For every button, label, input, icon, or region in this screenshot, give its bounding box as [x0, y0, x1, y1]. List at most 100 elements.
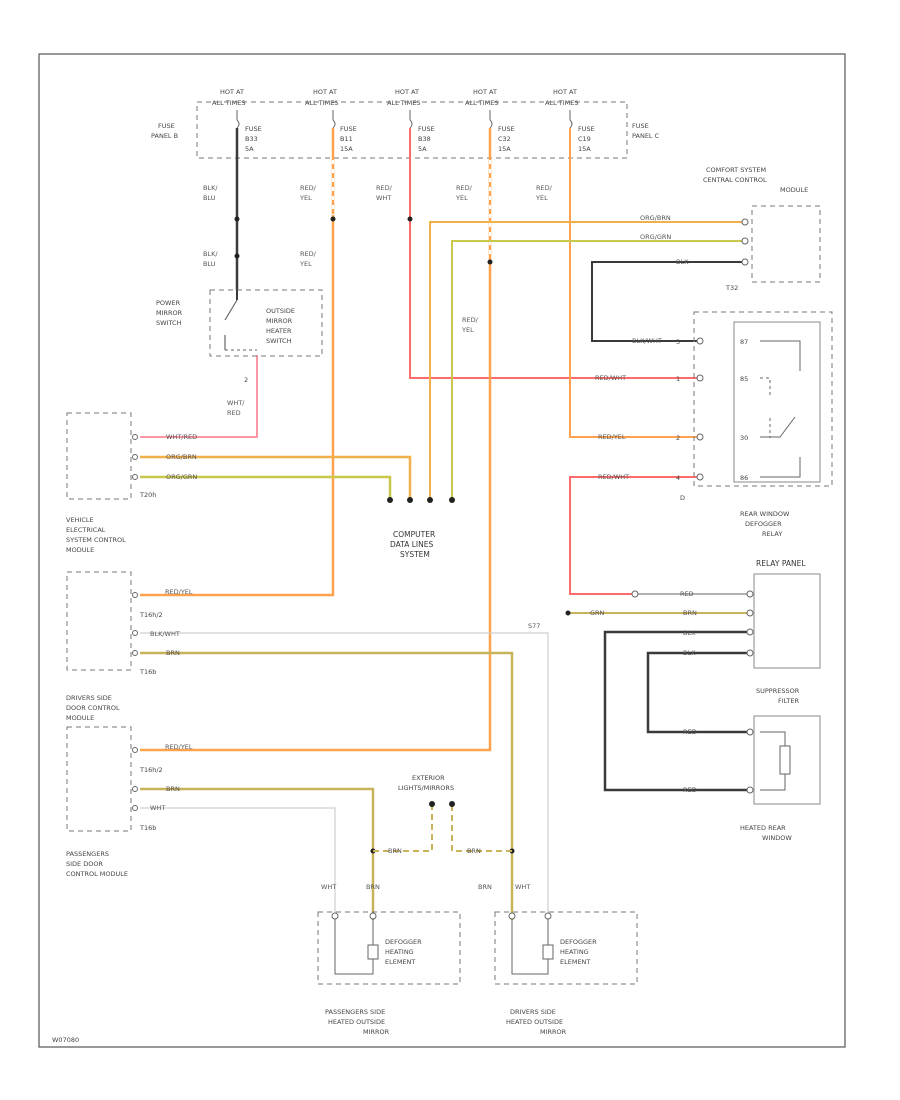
- power-mirror-1: POWER: [156, 299, 181, 307]
- wire-brn-door: [140, 787, 375, 920]
- wire-label-red-yel-vescm: RED/YEL: [165, 588, 193, 596]
- suppressor-label-2: FILTER: [778, 697, 799, 705]
- wire-label-red-heated: RED: [683, 786, 697, 794]
- wire-label-red-suppressor: RED: [683, 728, 697, 736]
- wire-org-grn: [451, 240, 745, 500]
- vescm-label-4: MODULE: [66, 546, 94, 554]
- fuse-1-all-times: ALL TIMES: [212, 99, 245, 107]
- wire-label-red-wht-2: WHT: [376, 194, 391, 202]
- fuse-panel: FUSE PANEL B FUSE PANEL C HOT AT ALL TIM…: [151, 88, 660, 159]
- wire-label-brn-ext-1: BRN: [388, 847, 402, 855]
- wire-label-wht-red-1: WHT/: [227, 399, 245, 407]
- relay-pin-4: 4: [676, 474, 680, 482]
- relay-pin-2: 2: [676, 434, 680, 442]
- drivers-door-label-2: DOOR CONTROL: [66, 704, 120, 712]
- fuse-panel-c-label-1: FUSE: [632, 122, 649, 130]
- wire-wht-vescm: [140, 632, 549, 920]
- relay-pin-3: 3: [676, 338, 680, 346]
- diagram-frame: [38, 53, 846, 1048]
- wire-label-red-yel-3a: RED/: [536, 184, 553, 192]
- fuse-3-all-times: ALL TIMES: [387, 99, 420, 107]
- comfort-system-module: COMFORT SYSTEM CENTRAL CONTROL MODULE T3…: [703, 166, 821, 292]
- comfort-label-1: COMFORT SYSTEM: [706, 166, 766, 174]
- wire-label-red-wht-2: RED/WHT: [598, 473, 629, 481]
- outside-mirror-2: MIRROR: [266, 317, 293, 325]
- comfort-t32: T32: [725, 284, 738, 292]
- wire-label-brn-door: BRN: [166, 785, 180, 793]
- wire-label-red-yel-4b: YEL: [461, 326, 474, 334]
- heated-rear-label-2: WINDOW: [762, 834, 792, 842]
- drivers-door-label-1: DRIVERS SIDE: [66, 694, 112, 702]
- drv-mirror-label-1: DRIVERS SIDE: [510, 1008, 556, 1016]
- drv-mirror-label-3: MIRROR: [540, 1028, 567, 1036]
- fuse-3-hot: HOT AT: [395, 88, 419, 96]
- fuse-1-hot: HOT AT: [220, 88, 244, 96]
- fuse-5-all-times: ALL TIMES: [545, 99, 578, 107]
- diagram-code: W07080: [52, 1036, 79, 1044]
- wire-label-wht-red-2: RED: [227, 409, 241, 417]
- drivers-door-label-3: MODULE: [66, 714, 94, 722]
- passengers-door-label-3: CONTROL MODULE: [66, 870, 128, 878]
- wire-label-red-yel-3b: YEL: [535, 194, 548, 202]
- fuse-1-label: FUSE: [245, 125, 262, 133]
- relay-panel-label: RELAY PANEL: [756, 559, 806, 568]
- fuse-2-rating: 15A: [340, 145, 353, 153]
- fuse-3-id: B38: [418, 135, 431, 143]
- vescm-lower-connector: T16h/2 T16b DRIVERS SIDE DOOR CONTROL MO…: [66, 571, 163, 722]
- wire-label-org-brn: ORG/BRN: [640, 214, 671, 222]
- rear-relay-label-3: RELAY: [762, 530, 782, 538]
- rear-relay-label-2: DEFOGGER: [745, 520, 782, 528]
- wire-label-s77: S77: [528, 622, 540, 630]
- fuse-5-rating: 15A: [578, 145, 591, 153]
- wire-brn-vescm: [140, 651, 514, 920]
- fuse-panel-c-label-2: PANEL C: [632, 132, 660, 140]
- exterior-lights-label-2: LIGHTS/MIRRORS: [398, 784, 454, 792]
- fuse-4-hot: HOT AT: [473, 88, 497, 96]
- wire-wht-red: [140, 355, 258, 438]
- defogger-2-label-3: ELEMENT: [560, 958, 590, 966]
- drivers-heated-mirror: DEFOGGER HEATING ELEMENT DRIVERS SIDE HE…: [494, 911, 638, 1036]
- fuse-panel-b-label-2: PANEL B: [151, 132, 178, 140]
- relay-pin-85: 85: [740, 375, 748, 383]
- wire-label-red-wht-1: RED/: [376, 184, 393, 192]
- power-mirror-switch: POWER MIRROR SWITCH OUTSIDE MIRROR HEATE…: [156, 289, 323, 384]
- wire-label-blk-rear-1: BLK: [683, 629, 696, 637]
- fuse-5-hot: HOT AT: [553, 88, 577, 96]
- computer-data-label-1: COMPUTER: [393, 530, 435, 539]
- wire-label-red-yel-drivers: RED/YEL: [165, 743, 193, 751]
- wire-label-red-yel-2b: YEL: [455, 194, 468, 202]
- suppressor-filter: SUPPRESSOR FILTER HEATED REAR WINDOW: [740, 687, 821, 842]
- pass-mirror-label-2: HEATED OUTSIDE: [328, 1018, 385, 1026]
- passengers-door-label-1: PASSENGERS: [66, 850, 109, 858]
- wire-label-red-panel: RED: [680, 590, 694, 598]
- fuse-2-all-times: ALL TIMES: [305, 99, 338, 107]
- wire-org-brn: [429, 221, 745, 500]
- wire-label-grn-panel: GRN: [590, 609, 605, 617]
- fuse-4-all-times: ALL TIMES: [465, 99, 498, 107]
- wire-label-org-grn: ORG/GRN: [640, 233, 671, 241]
- wire-label-wht-red-h: WHT/RED: [166, 433, 197, 441]
- wire-red-yel-1: [140, 128, 335, 597]
- wire-label-blk-blu-3: BLK/: [203, 250, 218, 258]
- passengers-heated-mirror: DEFOGGER HEATING ELEMENT PASSENGERS SIDE…: [317, 911, 461, 1036]
- wire-blk-rear-1: [603, 630, 750, 792]
- relay-pin-30: 30: [740, 434, 748, 442]
- fuse-1-rating: 5A: [245, 145, 254, 153]
- fuse-2-label: FUSE: [340, 125, 357, 133]
- wire-red-yel-3: [569, 128, 700, 438]
- wire-label-wht-door: WHT: [150, 804, 165, 812]
- fuse-5-id: C19: [578, 135, 591, 143]
- exterior-lights-label-1: EXTERIOR: [412, 774, 445, 782]
- wire-brn-ext-2: [451, 806, 512, 852]
- vehicle-electrical-system-control-module: T20h VEHICLE ELECTRICAL SYSTEM CONTROL M…: [66, 412, 156, 554]
- wire-label-blk-blu-4: BLU: [203, 260, 216, 268]
- fuse-5-label: FUSE: [578, 125, 595, 133]
- wire-label-wht-drv: WHT: [515, 883, 530, 891]
- relay-pin-87: 87: [740, 338, 748, 346]
- wire-org-grn-vescm: [140, 475, 392, 500]
- suppressor-label-1: SUPPRESSOR: [756, 687, 800, 695]
- wire-label-brn-pass: BRN: [366, 883, 380, 891]
- defogger-2-label-1: DEFOGGER: [560, 938, 597, 946]
- heated-rear-label-1: HEATED REAR: [740, 824, 786, 832]
- t16-4-label: T16b: [139, 824, 156, 832]
